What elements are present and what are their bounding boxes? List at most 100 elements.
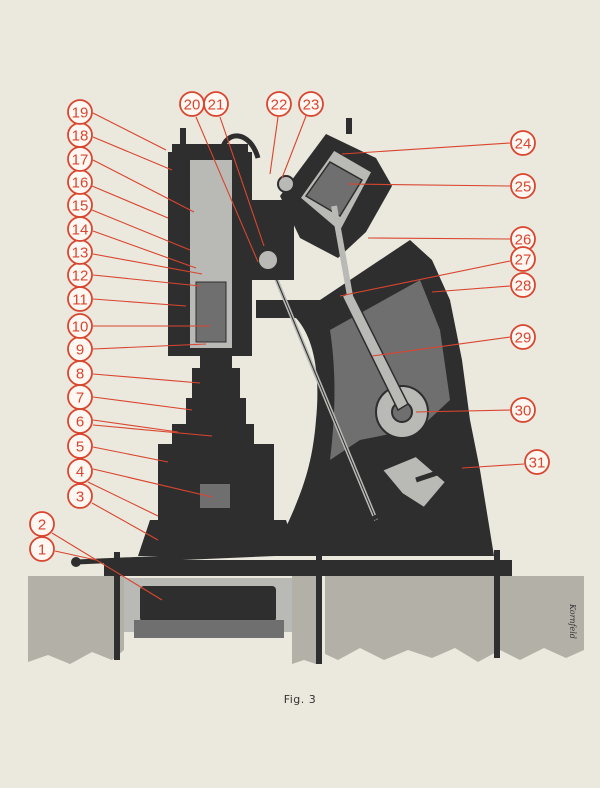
callout-14: 14 [67,216,93,242]
callout-leader-28 [431,285,511,293]
compressor-cylinder [280,118,392,297]
callout-circle [266,91,292,117]
callout-circle [67,483,93,509]
ground-middle [292,576,316,664]
foundation [28,550,584,664]
callout-leader-11 [92,298,187,307]
callout-circle [67,99,93,125]
foundation-bolt [316,556,322,664]
callout-leader-4 [87,481,159,517]
callout-3: 3 [67,483,93,509]
callout-leader-29 [371,336,511,357]
callout-11: 11 [67,286,93,312]
die-block-middle [186,398,246,426]
cylinder-cover-bolt [346,118,352,134]
callout-circle [510,130,536,156]
rotary-valve [257,249,279,271]
callout-circle [29,536,55,562]
callout-4: 4 [67,458,93,484]
callout-number: 10 [72,319,89,336]
callout-number: 22 [271,97,288,114]
callout-leader-5 [92,446,169,463]
callout-19: 19 [67,99,93,125]
pit-timber [134,620,284,638]
callout-circle [510,173,536,199]
callout-1: 1 [29,536,55,562]
callout-leader-14 [92,230,197,269]
callout-circle [510,397,536,423]
callout-circle [298,91,324,117]
callout-leader-6 [92,419,179,433]
piston-rod [331,205,353,297]
callout-leader-20 [195,116,259,263]
head-bolt [180,128,186,146]
valve-lever-pivot [277,175,295,193]
callout-leader-31 [461,463,525,469]
callout-6: 6 [67,408,93,434]
callout-5: 5 [67,433,93,459]
callout-number: 6 [76,414,84,431]
callout-number: 27 [515,252,532,269]
callout-leader-21 [219,116,265,247]
callout-9: 9 [67,336,93,362]
callout-number: 3 [76,489,84,506]
anvil-base [138,520,298,556]
callout-leader-2 [51,532,163,601]
callout-24: 24 [510,130,536,156]
callout-26: 26 [510,226,536,252]
callout-leader-7 [92,396,193,411]
foundation-bolt [114,552,120,660]
callout-21: 21 [203,91,229,117]
hammer-frame [256,240,494,556]
callout-number: 24 [515,136,532,153]
callout-number: 9 [76,342,84,359]
hammer-base [104,350,512,576]
callout-number: 18 [72,128,89,145]
callout-number: 5 [76,439,84,456]
callout-number: 28 [515,278,532,295]
callout-number: 26 [515,232,532,249]
callout-circle [510,246,536,272]
callout-16: 16 [67,169,93,195]
callout-leader-6 [92,424,213,437]
signature: Kornfeld [568,603,577,639]
callout-circle [524,449,550,475]
anvil-foundation-block [140,586,276,622]
callout-23: 23 [298,91,324,117]
ram-cylinder [168,128,295,356]
callout-2: 2 [29,511,55,537]
callout-number: 13 [72,245,89,262]
callout-leader-9 [92,343,207,350]
callout-number: 1 [38,542,46,559]
callout-27: 27 [510,246,536,272]
callout-leader-27 [339,260,511,297]
callout-number: 31 [529,455,546,472]
callout-number: 19 [72,105,89,122]
anvil-die-plate [200,484,230,508]
callout-20: 20 [179,91,205,117]
callout-13: 13 [67,239,93,265]
lever-arm [415,459,471,483]
callout-leader-19 [92,112,167,151]
callout-circle [29,511,55,537]
callout-25: 25 [510,173,536,199]
compressor-piston [304,161,364,218]
control-bar-end [71,557,81,567]
callout-leader-30 [415,409,511,413]
callout-number: 20 [184,97,201,114]
callout-number: 30 [515,403,532,420]
callout-22: 22 [266,91,292,117]
callout-7: 7 [67,384,93,410]
callout-15: 15 [67,192,93,218]
callout-circle [67,313,93,339]
callout-29: 29 [510,324,536,350]
ram-piston [195,281,227,343]
callout-leader-18 [92,136,173,171]
callout-leader-22 [269,116,279,175]
callout-number: 23 [303,97,320,114]
callout-circle [510,324,536,350]
foundation-bolt [494,550,500,658]
callout-leader-23 [281,115,307,179]
